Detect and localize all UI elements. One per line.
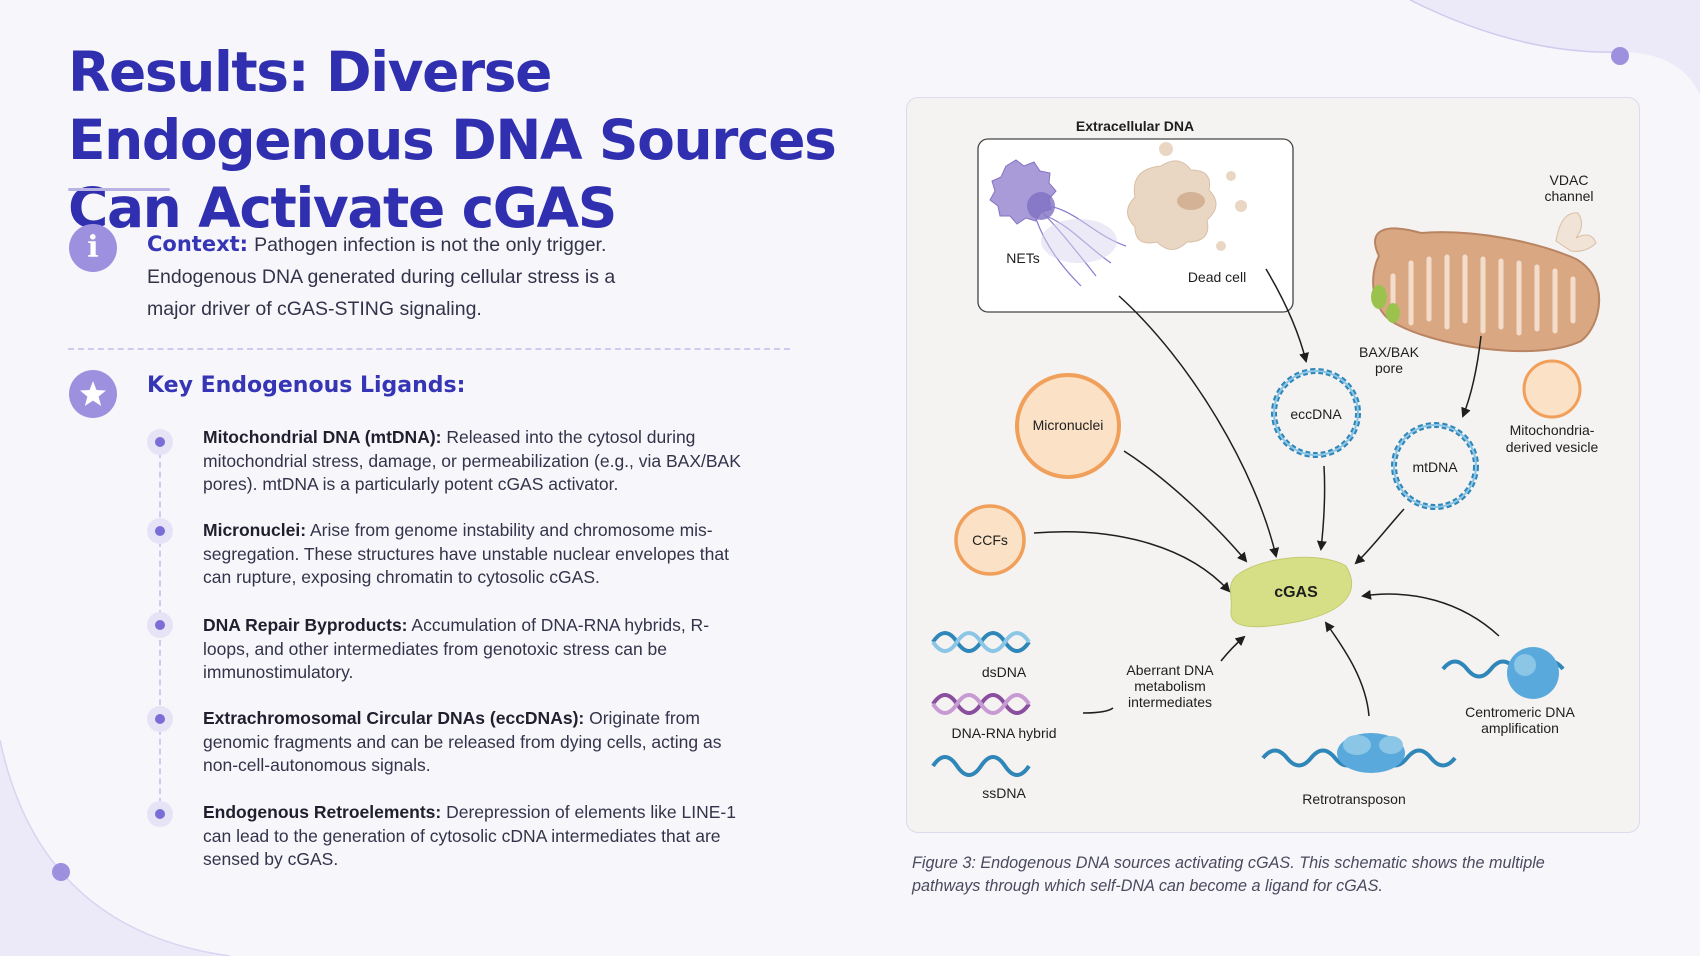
ligand-name: Extrachromosomal Circular DNAs (eccDNAs)… <box>203 708 585 728</box>
mdv-label-line2: derived vesicle <box>1506 439 1599 455</box>
centromeric-label-line1: Centromeric DNA <box>1465 704 1575 720</box>
dna-rna-hybrid-label: DNA-RNA hybrid <box>951 725 1056 741</box>
micronuclei-circle <box>1015 373 1121 479</box>
vdac-label-line2: channel <box>1544 188 1593 204</box>
mdv-label-line1: Mitochondria- <box>1510 422 1595 438</box>
dna-rna-hybrid-helix <box>931 693 1031 715</box>
cgas-shape <box>1230 556 1353 628</box>
baxbak-label-line1: BAX/BAK <box>1359 344 1420 360</box>
retrotransposon-illustration <box>1261 733 1457 773</box>
figure-panel: Extracellular DNA NETs Dead cell <box>906 97 1640 833</box>
ligand-item-mtdna: Mitochondrial DNA (mtDNA): Released into… <box>203 426 743 497</box>
mdv-circle <box>1522 359 1582 419</box>
section-divider <box>68 348 790 350</box>
ligand-name: Micronuclei: <box>203 520 307 540</box>
aberrant-label-line3: intermediates <box>1128 694 1212 710</box>
star-icon <box>69 370 117 418</box>
nets-label: NETs <box>1006 250 1039 266</box>
baxbak-label-line2: pore <box>1375 360 1403 376</box>
ligand-text: Arise from genome instability and chromo… <box>203 520 729 587</box>
micronuclei-label: Micronuclei <box>1033 417 1104 433</box>
cgas-label: cGAS <box>1274 584 1318 601</box>
ligands-heading: Key Endogenous Ligands: <box>147 373 466 398</box>
ligand-text: Accumulation of DNA-RNA hybrids, R-loops… <box>203 615 710 682</box>
ligand-item-micronuclei: Micronuclei: Arise from genome instabili… <box>203 519 743 590</box>
extracellular-title: Extracellular DNA <box>1076 118 1194 134</box>
bullet-dot <box>147 706 173 732</box>
eccdna-label: eccDNA <box>1290 406 1342 422</box>
ccfs-label: CCFs <box>972 532 1008 548</box>
ligand-name: Endogenous Retroelements: <box>203 802 442 822</box>
cgas-diagram: Extracellular DNA NETs Dead cell <box>931 118 1601 807</box>
ssdna-label: ssDNA <box>982 785 1026 801</box>
ligand-item-retroelements: Endogenous Retroelements: Derepression o… <box>203 801 743 872</box>
context-heading: Context: <box>147 232 249 256</box>
aberrant-label-line2: metabolism <box>1134 678 1206 694</box>
bullet-dot <box>147 801 173 827</box>
bullet-dot <box>147 429 173 455</box>
pathway-arrows <box>1033 268 1500 717</box>
nets-illustration <box>989 159 1127 287</box>
vdac-label-line1: VDAC <box>1550 172 1589 188</box>
ccfs-circle <box>954 504 1026 576</box>
dead-cell-label: Dead cell <box>1188 269 1246 285</box>
mtdna-label: mtDNA <box>1412 459 1458 475</box>
ligand-item-eccdna: Extrachromosomal Circular DNAs (eccDNAs)… <box>203 707 743 778</box>
bullet-dot <box>147 518 173 544</box>
bullet-dot <box>147 612 173 638</box>
info-icon: i <box>69 224 117 272</box>
dsdna-helix <box>931 631 1031 653</box>
dsdna-label: dsDNA <box>982 664 1027 680</box>
ssdna-strand <box>931 755 1031 777</box>
ligand-name: Mitochondrial DNA (mtDNA): <box>203 427 442 447</box>
title-underline <box>68 188 170 191</box>
dead-cell-illustration <box>1127 142 1247 251</box>
page-title: Results: Diverse Endogenous DNA Sources … <box>68 40 837 240</box>
figure-caption: Figure 3: Endogenous DNA sources activat… <box>912 854 1545 895</box>
aberrant-label-line1: Aberrant DNA <box>1126 662 1214 678</box>
retrotransposon-label: Retrotransposon <box>1302 791 1406 807</box>
ligand-text: Released into the cytosol during mitocho… <box>203 427 741 494</box>
mitochondrion-illustration <box>1371 212 1601 353</box>
ligand-text: Originate from genomic fragments and can… <box>203 708 722 775</box>
ligand-text: Derepression of elements like LINE-1 can… <box>203 802 736 869</box>
ligand-name: DNA Repair Byproducts: <box>203 615 408 635</box>
context-block: Context:Pathogen infection is not the on… <box>147 228 627 325</box>
context-text: Pathogen infection is not the only trigg… <box>147 234 616 320</box>
ligand-item-dna-repair: DNA Repair Byproducts: Accumulation of D… <box>203 614 743 685</box>
centromeric-label-line2: amplification <box>1481 720 1559 736</box>
centromeric-dna-illustration <box>1441 647 1565 699</box>
